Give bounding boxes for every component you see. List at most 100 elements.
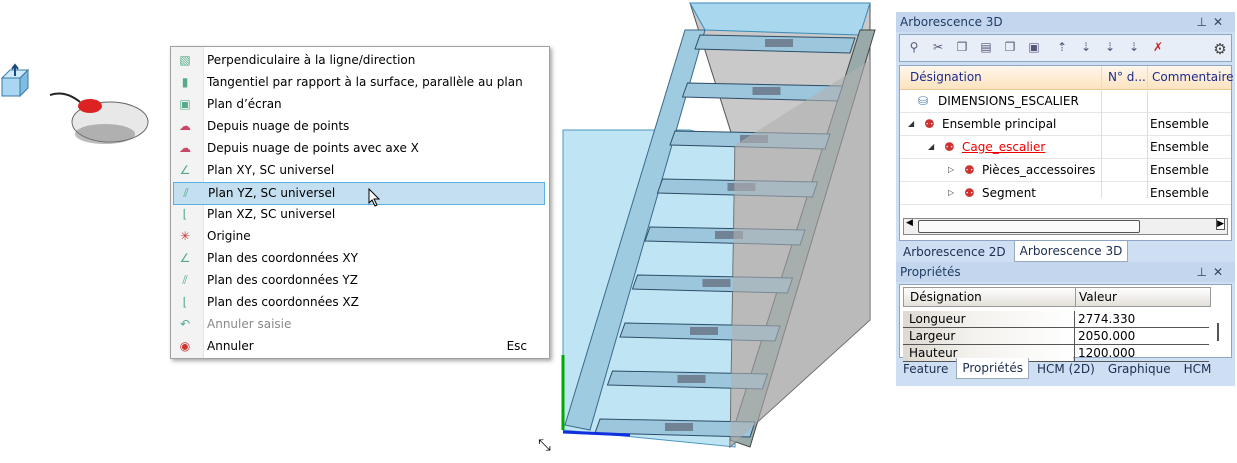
scrollbar-thumb[interactable]	[918, 220, 1140, 233]
column-header-designation[interactable]: Désignation	[910, 290, 982, 304]
expand-toggle-icon[interactable]: ▷	[948, 188, 955, 197]
tree-view: Désignation N° d... Commentaire ⛁ DIMENSIO…	[899, 65, 1234, 241]
assembly-icon: ⚉	[924, 117, 935, 131]
tree-row[interactable]: ◢ ⚉ Cage_escalier Ensemble	[900, 136, 1231, 159]
pin-icon[interactable]: ⊥	[1196, 15, 1213, 29]
tab-hcm-2d[interactable]: HCM (2D)	[1037, 362, 1095, 376]
pin-icon[interactable]: ⊥	[1196, 265, 1213, 279]
collapse-toggle-icon[interactable]: ◢	[908, 119, 915, 128]
property-name: Hauteur	[903, 345, 1073, 361]
cancel-icon: ◉	[179, 339, 191, 353]
step-grip	[677, 375, 706, 383]
step-grip	[715, 231, 743, 239]
paste-special-icon[interactable]: ❐	[1004, 40, 1016, 54]
collapse-all-icon[interactable]: ⇡	[1056, 40, 1068, 54]
menu-item-5[interactable]: ∠ Plan XY, SC universel	[173, 160, 545, 181]
tree-item-label: Cage_escalier	[962, 140, 1046, 154]
mouse-icon	[50, 92, 149, 144]
menu-item-12[interactable]: ↶ Annuler saisie	[173, 314, 545, 335]
assembly-icon: ⚉	[964, 163, 975, 177]
menu-item-11[interactable]: ⌊ Plan des coordonnées XZ	[173, 292, 545, 313]
tree-row[interactable]: ⛁ DIMENSIONS_ESCALIER	[900, 90, 1231, 113]
property-value[interactable]: 2050.000	[1074, 328, 1135, 344]
search-icon[interactable]: ⚲	[909, 40, 919, 54]
view-cube-icon[interactable]	[0, 60, 40, 100]
tab-arborescence-3d[interactable]: Arborescence 3D	[1013, 241, 1129, 262]
column-header-designation[interactable]: Désignation	[910, 70, 982, 84]
horizontal-scrollbar[interactable]: ◀ ▶	[903, 218, 1228, 235]
step-grip	[665, 423, 693, 431]
expand-level3-icon[interactable]: ⇣	[1104, 40, 1116, 54]
expand-all-icon[interactable]: ⇣	[1128, 40, 1140, 54]
coord-yz-icon: ⫽	[182, 273, 188, 287]
expand-toggle-icon[interactable]: ▷	[948, 165, 955, 174]
cut-icon[interactable]: ✂	[932, 40, 944, 54]
paste-into-icon[interactable]: ▣	[1028, 40, 1040, 54]
step-grip	[752, 87, 781, 95]
tab-propri-t-s[interactable]: Propriétés	[956, 358, 1030, 379]
tree-row[interactable]: ◢ ⚉ Ensemble principal Ensemble	[900, 113, 1231, 136]
menu-item-8[interactable]: ✳ Origine	[173, 226, 545, 247]
panel-title: Arborescence 3D	[900, 15, 1003, 29]
menu-item-13[interactable]: ◉ Annuler Esc	[173, 336, 545, 357]
tree-item-comment: Ensemble	[1150, 186, 1209, 200]
stair-3d-model[interactable]: ⤡	[530, 0, 890, 463]
gear-icon[interactable]: ⚙	[1213, 40, 1227, 58]
vertical-scrollbar[interactable]	[1217, 323, 1219, 341]
property-value[interactable]: 2774.330	[1074, 311, 1135, 327]
column-header-comment[interactable]: Commentaire	[1152, 70, 1234, 84]
menu-item-0[interactable]: ▧ Perpendiculaire à la ligne/direction	[173, 50, 545, 71]
tree-item-label: Ensemble principal	[942, 117, 1057, 131]
tree-row[interactable]: ▷ ⚉ Pièces_accessoires Ensemble	[900, 159, 1231, 182]
expand-level2-icon[interactable]: ⇣	[1080, 40, 1092, 54]
coord-xy-icon: ∠	[179, 251, 191, 265]
tab-arborescence-2d[interactable]: Arborescence 2D	[903, 245, 1006, 259]
column-header-value[interactable]: Valeur	[1075, 288, 1117, 306]
database-icon: ⛁	[918, 94, 929, 108]
screen-plane-icon: ▣	[179, 97, 191, 111]
panel-title: Propriétés	[900, 265, 961, 279]
step-grip	[765, 39, 793, 47]
cylinder-tangent-icon: ▮	[181, 75, 189, 89]
tab-graphique[interactable]: Graphique	[1107, 362, 1171, 376]
menu-item-10[interactable]: ⫽ Plan des coordonnées YZ	[173, 270, 545, 291]
tree-item-comment: Ensemble	[1150, 163, 1209, 177]
plane-perpendicular-icon: ▧	[179, 53, 191, 67]
scroll-left-icon[interactable]: ◀	[906, 218, 913, 228]
tree-item-label: Segment	[982, 186, 1036, 200]
menu-item-9[interactable]: ∠ Plan des coordonnées XY	[173, 248, 545, 269]
tree-row[interactable]: ▷ ⚉ Segment Ensemble	[900, 182, 1231, 205]
tab-hcm[interactable]: HCM	[1183, 362, 1212, 376]
tree-item-label: Pièces_accessoires	[982, 163, 1096, 177]
property-value[interactable]: 1200.000	[1074, 345, 1135, 361]
paste-icon[interactable]: ▤	[980, 40, 992, 54]
coord-xz-icon: ⌊	[182, 295, 188, 309]
tree-panel: Arborescence 3D ⊥✕ ⚲ ✂ ❐ ▤ ❐ ▣ ⇡ ⇣ ⇣ ⇣ ✗ …	[896, 12, 1235, 262]
step-grip	[690, 327, 718, 335]
assembly-icon: ⚉	[964, 186, 975, 200]
undo-input-icon: ↶	[179, 317, 191, 331]
copy-icon[interactable]: ❐	[956, 40, 968, 54]
menu-item-6[interactable]: ⫽ Plan YZ, SC universel	[173, 182, 545, 205]
close-icon[interactable]: ✕	[1212, 15, 1229, 29]
tree-toolbar: ⚲ ✂ ❐ ▤ ❐ ▣ ⇡ ⇣ ⇣ ⇣ ✗ ⚙	[899, 34, 1232, 62]
tab-feature[interactable]: Feature	[903, 362, 949, 376]
collapse-toggle-icon[interactable]: ◢	[928, 142, 935, 151]
scroll-right-icon[interactable]: ▶	[1216, 218, 1225, 230]
plane-yz-icon: ⫽	[183, 186, 189, 200]
menu-item-7[interactable]: ⌊ Plan XZ, SC universel	[173, 204, 545, 225]
assembly-icon: ⚉	[944, 140, 955, 154]
point-cloud-icon: ☁	[179, 119, 191, 133]
menu-item-4[interactable]: ☁ Depuis nuage de points avec axe X	[179, 141, 419, 155]
menu-item-2[interactable]: ▣ Plan d’écran	[173, 94, 545, 115]
context-menu: ▧ Perpendiculaire à la ligne/direction ▮…	[170, 46, 550, 359]
close-icon[interactable]: ✕	[1212, 265, 1229, 279]
menu-item-3[interactable]: ☁ Depuis nuage de points	[179, 119, 350, 133]
column-header-number[interactable]: N° d...	[1108, 70, 1146, 84]
menu-item-1[interactable]: ▮ Tangentiel par rapport à la surface, p…	[173, 72, 545, 93]
sort-clear-icon[interactable]: ✗	[1152, 40, 1164, 54]
